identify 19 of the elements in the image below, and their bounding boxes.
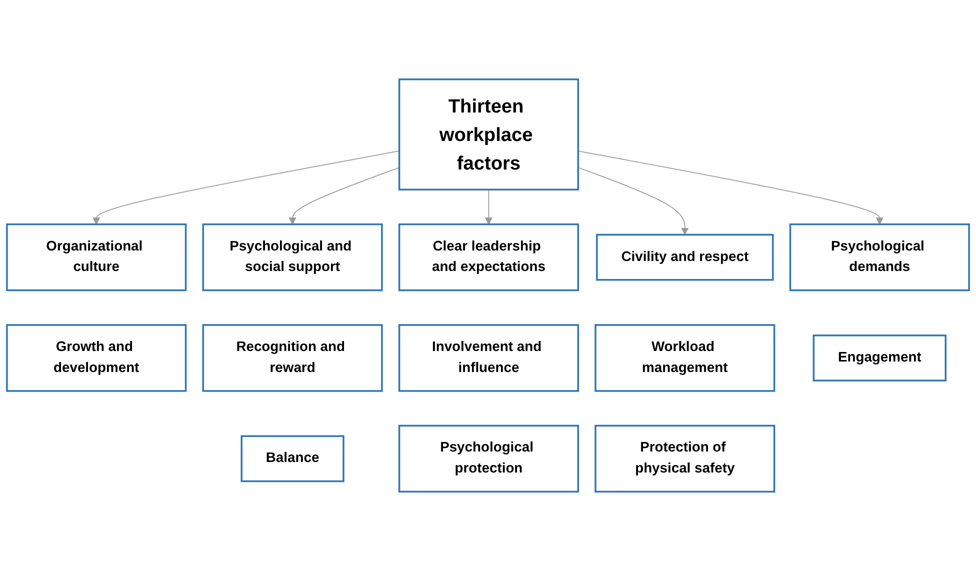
node-box: Balance [240,435,344,482]
arrow [578,167,689,236]
arrow [578,150,884,225]
node-box: Psychological protection [398,424,579,493]
node-box: Thirteen workplace factors [398,78,579,190]
arrow [484,189,493,225]
node-box: Psychological and social support [202,223,383,292]
node-box: Organizational culture [6,223,187,292]
node-box: Civility and respect [596,234,774,281]
node-box: Clear leadership and expectations [398,223,579,292]
node-box: Engagement [812,334,946,382]
node-box: Protection of physical safety [594,424,776,493]
node-box: Recognition and reward [202,324,383,392]
node-box: Psychological demands [789,223,970,292]
node-box: Workload management [594,324,776,392]
arrow [288,167,400,225]
node-box: Growth and development [6,324,187,392]
arrow [92,150,400,225]
node-box: Involvement and influence [398,324,579,392]
